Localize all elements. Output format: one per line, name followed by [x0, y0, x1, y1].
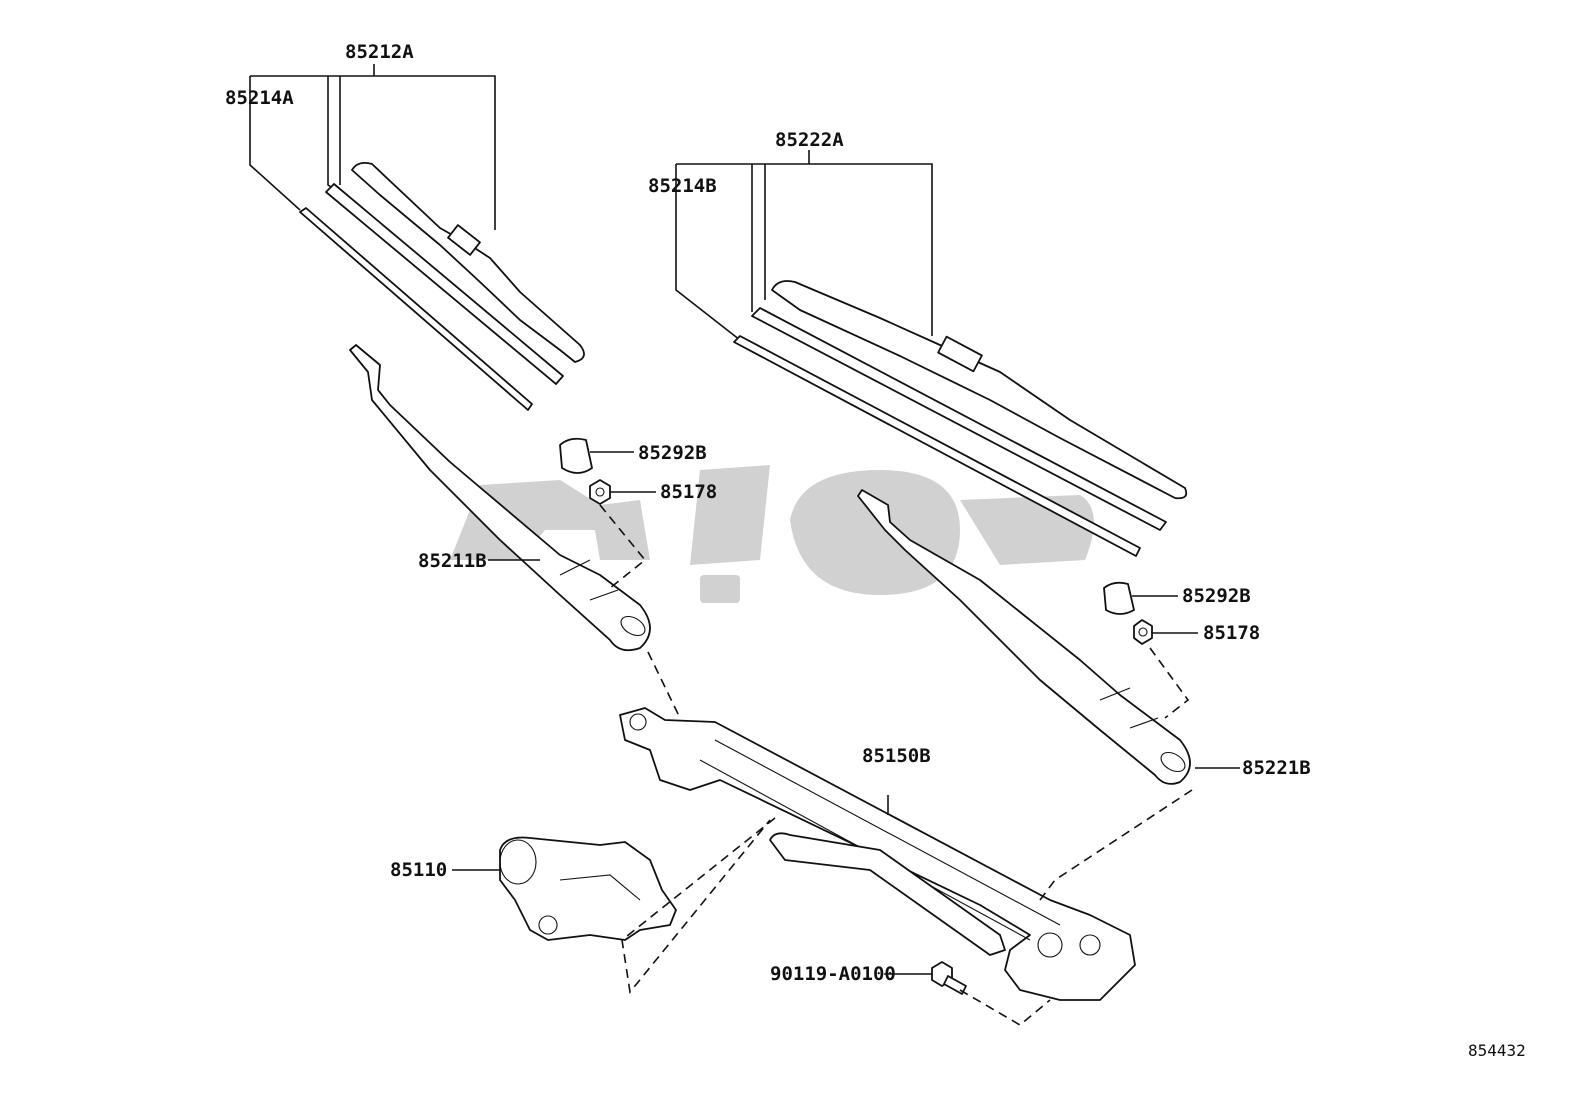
- diagram-code: 854432: [1468, 1041, 1526, 1060]
- leader-lines: [452, 451, 1240, 975]
- left-arm-group: [349, 344, 651, 652]
- label-cap-left: 85292B: [638, 442, 707, 464]
- wiper-motor: [499, 836, 677, 941]
- label-link-assembly: 85150B: [862, 745, 931, 767]
- wiper-blade-front: [351, 161, 585, 363]
- cap-right: [1103, 581, 1135, 615]
- bolt: [931, 961, 967, 995]
- nut-right: [1133, 619, 1153, 645]
- label-cap-right: 85292B: [1182, 585, 1251, 607]
- label-rubber-rear: 85214B: [648, 175, 717, 197]
- rear-blade-group: [675, 150, 1188, 557]
- label-bolt: 90119-A0100: [770, 963, 896, 985]
- label-arm-left: 85211B: [418, 550, 487, 572]
- wiper-arm-right: [857, 489, 1191, 785]
- label-nut-left: 85178: [660, 481, 717, 503]
- label-rubber-front: 85214A: [225, 87, 294, 109]
- label-nut-right: 85178: [1203, 622, 1260, 644]
- assembly-dash-lines: [599, 504, 1193, 1026]
- label-arm-right: 85221B: [1242, 757, 1311, 779]
- label-blade-front: 85212A: [345, 41, 414, 63]
- rubber-refill-front: [299, 207, 533, 411]
- cap-left: [559, 437, 593, 474]
- wiper-arm-left: [349, 344, 651, 652]
- label-blade-rear: 85222A: [775, 129, 844, 151]
- rubber-refill-rear: [733, 335, 1141, 557]
- front-blade-group: [249, 64, 585, 411]
- wiper-blade-rear: [771, 280, 1188, 500]
- link-assembly: [619, 707, 1136, 1001]
- nut-left: [589, 479, 611, 505]
- right-arm-group: [857, 489, 1191, 785]
- label-motor: 85110: [390, 859, 447, 881]
